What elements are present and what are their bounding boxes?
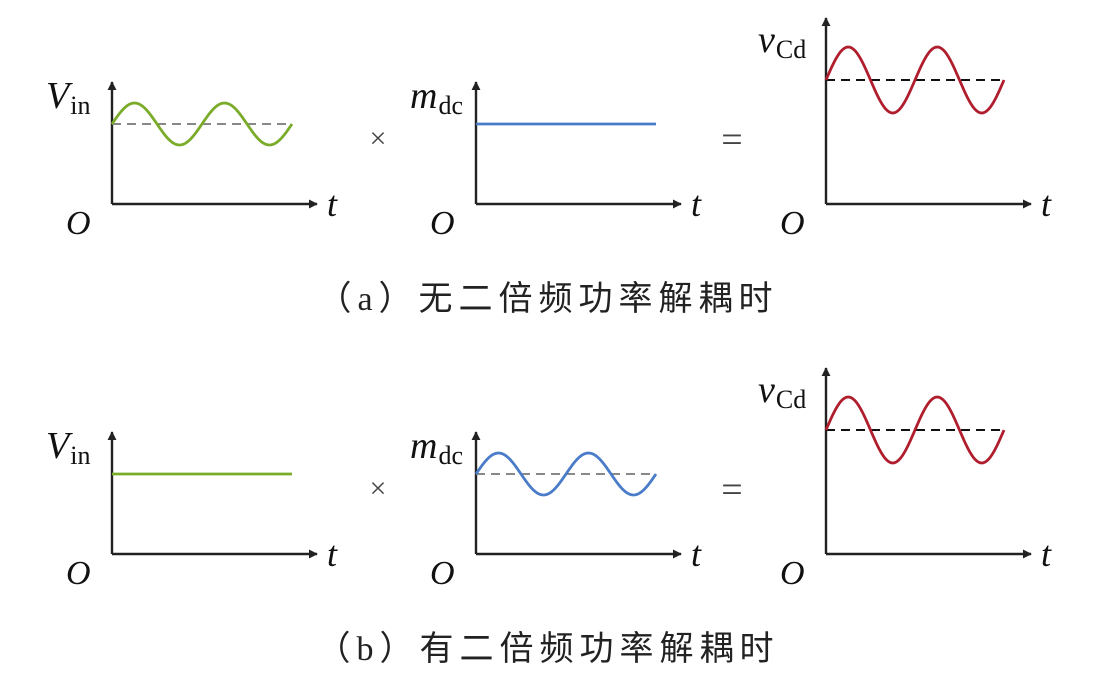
- t-axis-label: t: [1041, 184, 1052, 224]
- y-axis-label: Vin: [46, 75, 90, 120]
- y-axis-label: vCd: [758, 19, 806, 64]
- origin-label: O: [66, 205, 91, 242]
- origin-label: O: [780, 555, 805, 592]
- multiply-sign: ×: [370, 472, 387, 505]
- multiply-sign: ×: [370, 122, 387, 155]
- y-axis-label: vCd: [758, 369, 806, 414]
- origin-label: O: [66, 555, 91, 592]
- caption-b: （b）有二倍频功率解耦时: [317, 630, 780, 668]
- waveform-sine: [824, 395, 1006, 465]
- t-axis-label: t: [327, 534, 338, 574]
- waveform-sine: [474, 451, 658, 497]
- y-axis-label: Vin: [46, 425, 90, 470]
- t-axis-label: t: [1041, 534, 1052, 574]
- equals-sign: =: [721, 119, 742, 161]
- caption-a: （a）无二倍频功率解耦时: [317, 280, 778, 318]
- y-axis-label: mdc: [410, 425, 463, 470]
- origin-label: O: [780, 205, 805, 242]
- origin-label: O: [430, 555, 455, 592]
- waveform-sine: [824, 45, 1006, 115]
- t-axis-label: t: [327, 184, 338, 224]
- equals-sign: =: [721, 469, 742, 511]
- waveform-sine: [110, 101, 294, 147]
- t-axis-label: t: [691, 184, 702, 224]
- y-axis-label: mdc: [410, 75, 463, 120]
- origin-label: O: [430, 205, 455, 242]
- t-axis-label: t: [691, 534, 702, 574]
